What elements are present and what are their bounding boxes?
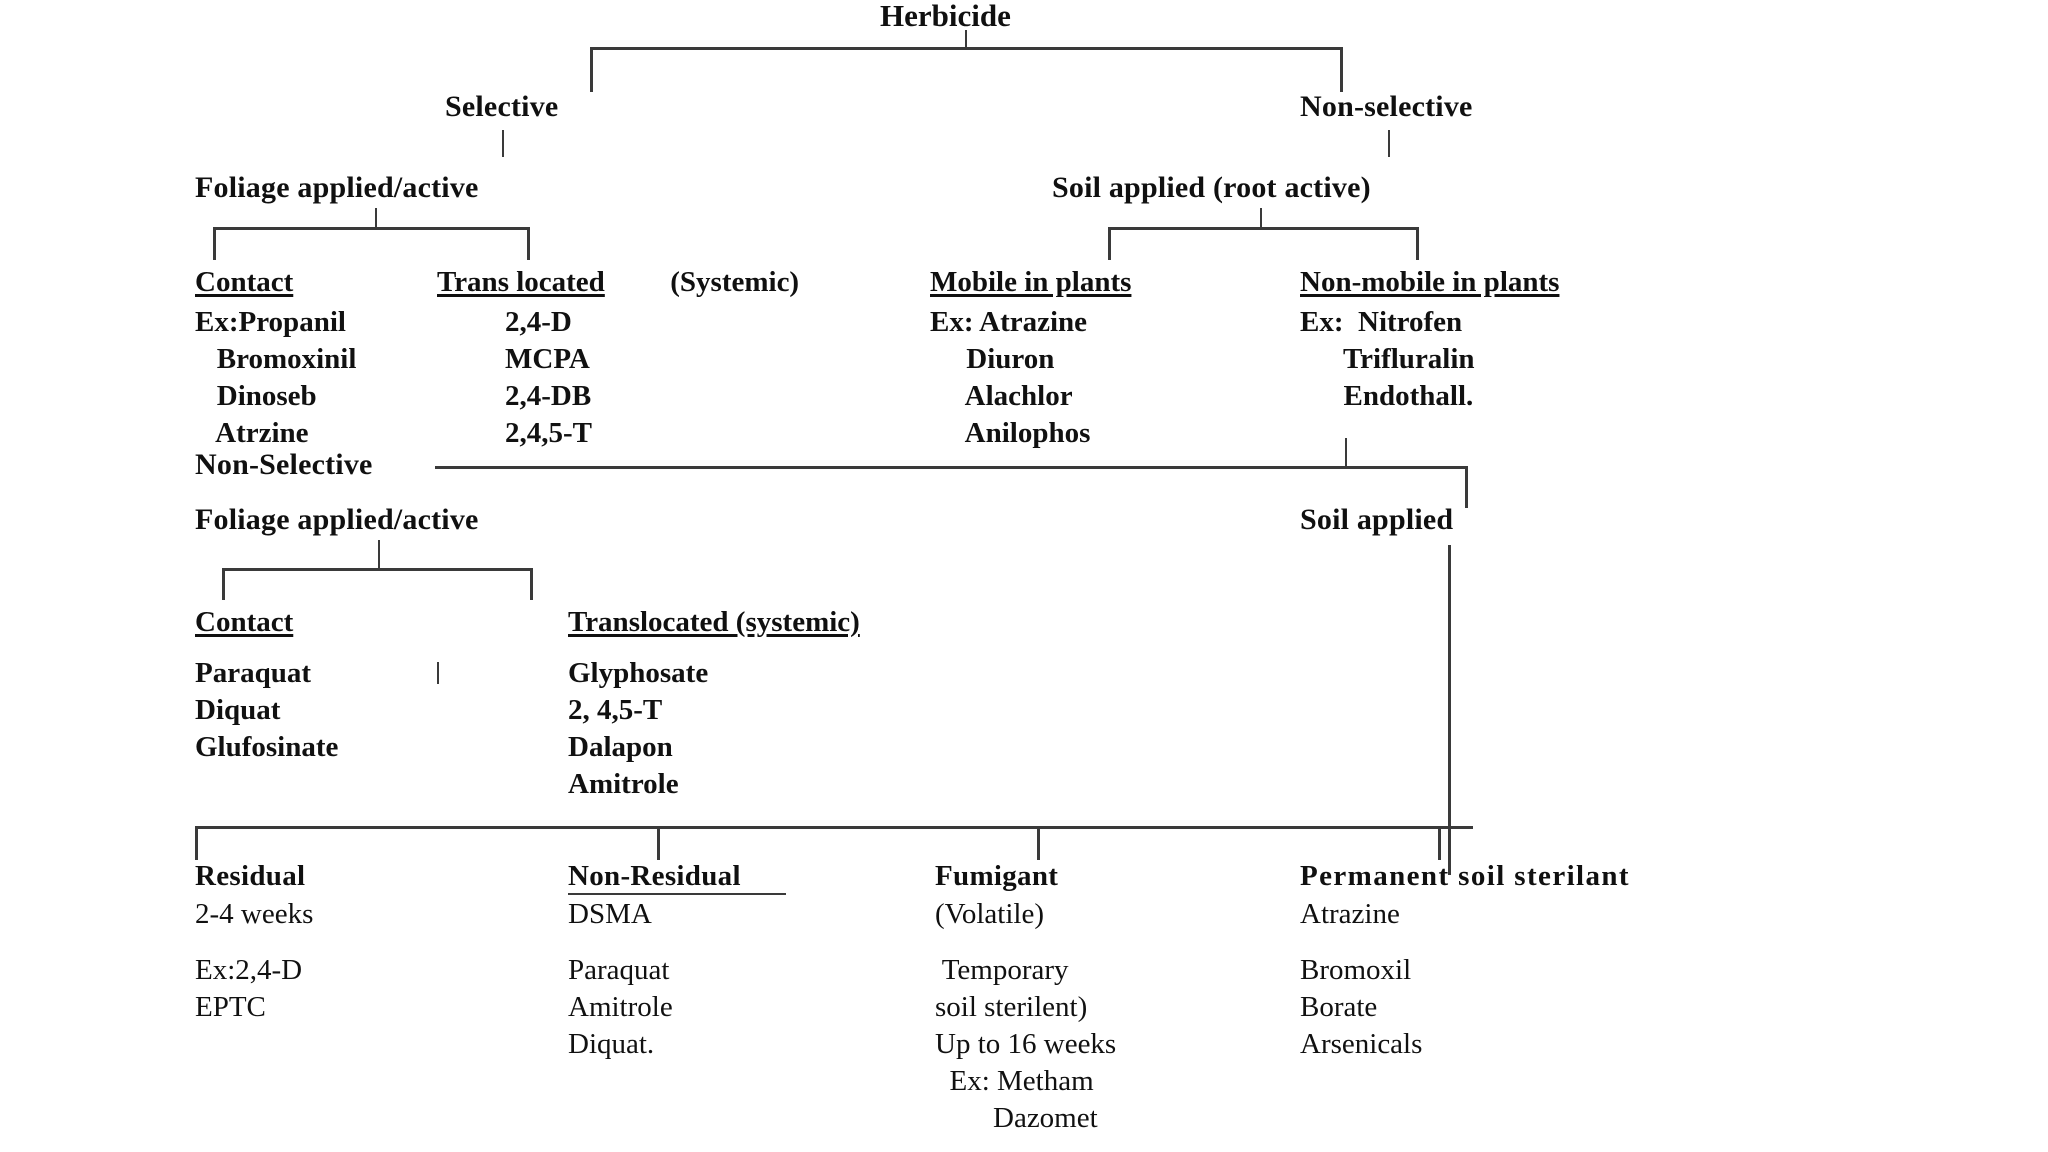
column-list-translocated-nonselective: Glyphosate 2, 4,5-T Dalapon Amitrole	[568, 655, 708, 803]
list-item: 2, 4,5-T	[568, 694, 663, 726]
list-item: Bromoxinil	[195, 343, 357, 375]
column-list-residual: Ex:2,4-D EPTC	[195, 952, 302, 1026]
column-header-translocated-selective: Trans located	[437, 266, 605, 298]
connector-level1-left-arm	[590, 47, 593, 92]
connector-bottom-arm-permanent	[1438, 826, 1441, 860]
node-foliage-applied-selective: Foliage applied/active	[195, 171, 479, 204]
connector-foliage-stem	[375, 208, 377, 228]
list-item: Endothall.	[1300, 380, 1474, 412]
column-header-non-mobile-in-plants: Non-mobile in plants	[1300, 266, 1560, 298]
list-item: Anilophos	[930, 417, 1091, 449]
list-item: Ex: Atrazine	[930, 306, 1088, 338]
column-list-translocated-selective: 2,4-D MCPA 2,4-DB 2,4,5-T	[505, 304, 592, 452]
connector-bottom-arm-fumigant	[1037, 826, 1040, 860]
connector-soil-root-stem	[1260, 208, 1262, 228]
connector-tier1-right-arm-nonmobile	[1416, 227, 1419, 260]
list-item: Ex: Metham	[935, 1065, 1094, 1097]
connector-midsection-arm-translocated	[530, 568, 533, 600]
column-header-non-residual: Non-Residual	[568, 860, 741, 892]
connector-midsection-tick	[1345, 438, 1347, 466]
connector-tier1-right-arm-mobile	[1108, 227, 1111, 260]
list-item: Paraquat	[568, 954, 670, 986]
list-item: Glyphosate	[568, 657, 709, 689]
column-header-permanent-soil-sterilant: Permanent soil sterilant	[1300, 860, 1630, 892]
connector-tier1-left-arm-translocated	[527, 227, 530, 260]
column-header-mobile-in-plants: Mobile in plants	[930, 266, 1132, 298]
list-item: 2,4-DB	[505, 380, 592, 412]
connector-bottom-arm-residual	[195, 826, 198, 860]
list-item: Arsenicals	[1300, 1028, 1423, 1060]
list-item: Glufosinate	[195, 731, 339, 763]
column-subheader-fumigant: (Volatile)	[935, 898, 1044, 930]
column-header-contact-selective: Contact	[195, 266, 294, 298]
column-list-fumigant: Temporary soil sterilent) Up to 16 weeks…	[935, 952, 1116, 1137]
column-list-contact-selective: Ex:Propanil Bromoxinil Dinoseb Atrzine	[195, 304, 356, 452]
connector-level1-right-arm	[1340, 47, 1343, 92]
list-item: Trifluralin	[1300, 343, 1475, 375]
connector-stray-tick	[437, 662, 439, 684]
column-list-permanent-soil-sterilant: Bromoxil Borate Arsenicals	[1300, 952, 1422, 1063]
connector-level1-bracket	[590, 47, 1342, 50]
column-header-translocated-suffix: (Systemic)	[663, 266, 800, 298]
list-item: soil sterilent)	[935, 991, 1088, 1023]
connector-midsection-right-arm	[1465, 466, 1468, 508]
column-subheader-residual: 2-4 weeks	[195, 898, 314, 930]
list-item: Ex: Nitrofen	[1300, 306, 1463, 338]
list-item: Diquat.	[568, 1028, 655, 1060]
connector-tier1-left-bracket	[213, 227, 527, 230]
node-foliage-applied-nonselective: Foliage applied/active	[195, 503, 479, 536]
column-header-contact-nonselective: Contact	[195, 606, 294, 638]
list-item: Dazomet	[935, 1102, 1098, 1134]
root-node-herbicide: Herbicide	[880, 0, 1011, 33]
list-item: EPTC	[195, 991, 266, 1023]
list-item: Diquat	[195, 694, 281, 726]
node-selective: Selective	[445, 90, 559, 123]
node-non-selective: Non-selective	[1300, 90, 1473, 123]
connector-midsection-bracket	[435, 466, 1465, 469]
list-item: 2,4,5-T	[505, 417, 592, 449]
underline-non-residual	[568, 893, 786, 895]
list-item: Dalapon	[568, 731, 673, 763]
connector-midsection-foliage-bracket	[222, 568, 530, 571]
list-item: Dinoseb	[195, 380, 317, 412]
connector-root-stem	[965, 30, 967, 48]
list-item: Temporary	[935, 954, 1069, 986]
connector-selective-stem	[502, 130, 504, 157]
list-item: MCPA	[505, 343, 590, 375]
list-item: Amitrole	[568, 991, 673, 1023]
list-item: Ex:Propanil	[195, 306, 346, 338]
column-header-translocated-nonselective: Translocated (systemic)	[568, 606, 860, 638]
connector-bottom-arm-non-residual	[657, 826, 660, 860]
column-list-non-mobile-in-plants: Ex: Nitrofen Trifluralin Endothall.	[1300, 304, 1475, 415]
list-item: Bromoxil	[1300, 954, 1412, 986]
column-list-mobile-in-plants: Ex: Atrazine Diuron Alachlor Anilophos	[930, 304, 1090, 452]
list-item: Diuron	[930, 343, 1055, 375]
connector-tier1-left-arm-contact	[213, 227, 216, 260]
connector-tier1-right-bracket	[1108, 227, 1416, 230]
list-item: Ex:2,4-D	[195, 954, 303, 986]
node-non-selective-branch: Non-Selective	[195, 448, 373, 481]
list-item: Borate	[1300, 991, 1378, 1023]
connector-soil-applied-descender	[1448, 545, 1451, 875]
column-header-fumigant: Fumigant	[935, 860, 1059, 892]
list-item: Up to 16 weeks	[935, 1028, 1117, 1060]
node-soil-applied-root-active: Soil applied (root active)	[1052, 171, 1371, 204]
connector-midsection-arm-contact	[222, 568, 225, 600]
column-list-non-residual: Paraquat Amitrole Diquat.	[568, 952, 673, 1063]
connector-non-selective-stem	[1388, 130, 1390, 157]
list-item: Paraquat	[195, 657, 311, 689]
list-item: Alachlor	[930, 380, 1073, 412]
node-foliage-applied-nonselective-label: Soil applied	[1300, 503, 1454, 536]
connector-midsection-foliage-stem	[378, 540, 380, 568]
column-header-residual: Residual	[195, 860, 306, 892]
column-subheader-non-residual: DSMA	[568, 898, 652, 930]
connector-bottom-bracket	[195, 826, 1473, 829]
column-subheader-permanent-soil-sterilant: Atrazine	[1300, 898, 1400, 930]
column-list-contact-nonselective: Paraquat Diquat Glufosinate	[195, 655, 338, 766]
list-item: Amitrole	[568, 768, 679, 800]
list-item: 2,4-D	[505, 306, 572, 338]
list-item: Atrzine	[195, 417, 309, 449]
